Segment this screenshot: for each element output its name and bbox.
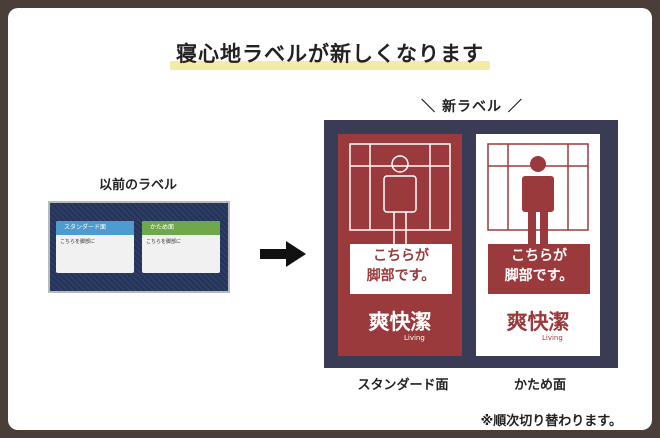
rollout-note: ※順次切り替わります。 (480, 414, 622, 429)
standard-side-label: スタンダード面 (357, 378, 449, 393)
old-tag-standard: スタンダード面 こちらを脚部に (56, 221, 134, 273)
new-label-firm-panel: こちらが 脚部です。 爽快潔 Living (476, 134, 600, 356)
here-is-foot-text-firm: こちらが 脚部です。 (488, 244, 590, 294)
new-label-frame: こちらが 脚部です。 爽快潔 Living (324, 120, 618, 368)
firm-side-label: かため面 (513, 378, 566, 393)
person-icon (349, 143, 451, 244)
old-label-photo: スタンダード面 こちらを脚部に かため面 こちらを脚部に (48, 201, 230, 293)
brand-sub-firm: Living (542, 334, 563, 342)
old-tag-firm-text: こちらを脚部に (146, 239, 182, 245)
arrow-right-icon (260, 241, 306, 267)
here-line2-standard: 脚部です。 (366, 268, 436, 284)
new-label-standard-panel: こちらが 脚部です。 爽快潔 Living (338, 134, 462, 356)
old-label-caption: 以前のラベル (98, 178, 177, 193)
brand-logo-standard: 爽快潔 (368, 310, 432, 334)
here-is-foot-text-standard: こちらが 脚部です。 (350, 244, 452, 294)
old-tag-standard-title: スタンダード面 (56, 221, 134, 235)
new-label-caption: ＼ 新ラベル ／ (421, 99, 523, 115)
brand-logo-firm: 爽快潔 (506, 310, 570, 334)
here-line2-firm: 脚部です。 (504, 268, 574, 284)
old-tag-firm-title: かため面 (142, 221, 220, 235)
old-tag-firm: かため面 こちらを脚部に (142, 221, 220, 273)
page-title-text: 寝心地ラベルが新しくなります (176, 42, 484, 66)
person-icon (487, 143, 589, 244)
page-title: 寝心地ラベルが新しくなります (170, 38, 490, 70)
here-line1-firm: こちらが (511, 248, 567, 264)
old-tag-standard-text: こちらを脚部に (60, 239, 96, 245)
content-card: 寝心地ラベルが新しくなります 以前のラベル スタンダード面 こちらを脚部に かた… (8, 8, 652, 430)
title-area: 寝心地ラベルが新しくなります (8, 38, 652, 70)
brand-sub-standard: Living (404, 334, 425, 342)
here-line1-standard: こちらが (373, 248, 429, 264)
